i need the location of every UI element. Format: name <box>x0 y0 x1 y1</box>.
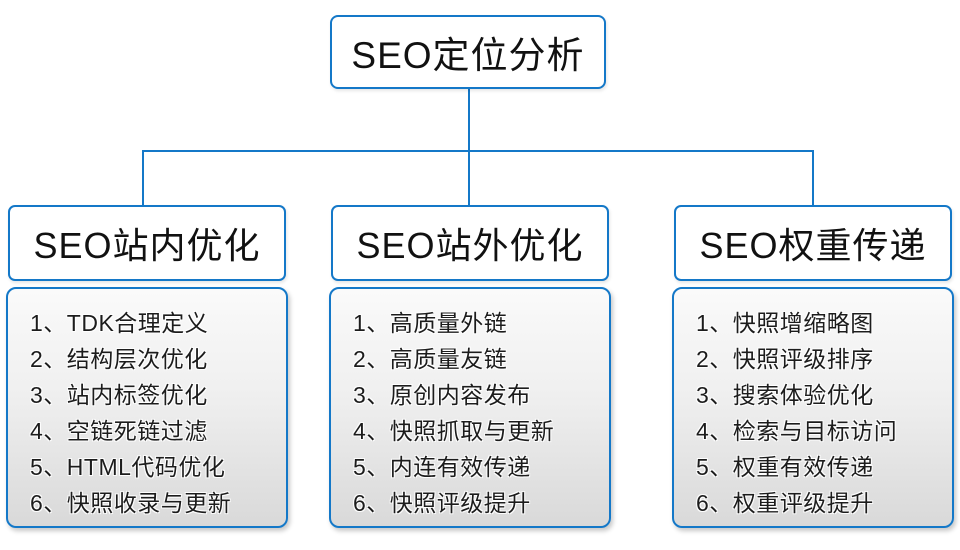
connector-horizontal-rail <box>142 150 814 152</box>
list-item: 1、快照增缩略图 <box>696 310 874 336</box>
list-item: 3、原创内容发布 <box>353 382 531 408</box>
list-item: 4、快照抓取与更新 <box>353 418 555 444</box>
column-offsite-optimization: SEO站外优化 1、高质量外链 2、高质量友链 3、原创内容发布 4、快照抓取与… <box>329 205 611 528</box>
column-title: SEO站内优化 <box>33 225 261 266</box>
column-title: SEO站外优化 <box>356 225 584 266</box>
list-item: 2、结构层次优化 <box>30 346 208 372</box>
list-item: 4、空链死链过滤 <box>30 418 208 444</box>
column-body-onsite: 1、TDK合理定义 2、结构层次优化 3、站内标签优化 4、空链死链过滤 5、H… <box>6 287 288 528</box>
column-weight-transfer: SEO权重传递 1、快照增缩略图 2、快照评级排序 3、搜索体验优化 4、检索与… <box>672 205 954 528</box>
list-item: 1、高质量外链 <box>353 310 508 336</box>
list-item: 3、站内标签优化 <box>30 382 208 408</box>
root-node-title: SEO定位分析 <box>351 35 585 76</box>
list-item: 2、快照评级排序 <box>696 346 874 372</box>
list-item: 6、快照评级提升 <box>353 490 531 516</box>
list-item: 6、快照收录与更新 <box>30 490 232 516</box>
list-item: 5、内连有效传递 <box>353 454 531 480</box>
column-title: SEO权重传递 <box>699 225 927 266</box>
list-item: 6、权重评级提升 <box>696 490 874 516</box>
connector-drop-left <box>142 150 144 207</box>
list-item: 1、TDK合理定义 <box>30 310 209 336</box>
column-header-onsite: SEO站内优化 <box>8 205 286 281</box>
column-header-offsite: SEO站外优化 <box>331 205 609 281</box>
list-item: 5、HTML代码优化 <box>30 454 226 480</box>
connector-root-stem <box>468 89 470 151</box>
connector-drop-middle <box>468 150 470 207</box>
column-body-offsite: 1、高质量外链 2、高质量友链 3、原创内容发布 4、快照抓取与更新 5、内连有… <box>329 287 611 528</box>
list-item: 5、权重有效传递 <box>696 454 874 480</box>
column-body-weight: 1、快照增缩略图 2、快照评级排序 3、搜索体验优化 4、检索与目标访问 5、权… <box>672 287 954 528</box>
column-header-weight: SEO权重传递 <box>674 205 952 281</box>
list-item: 3、搜索体验优化 <box>696 382 874 408</box>
column-onsite-optimization: SEO站内优化 1、TDK合理定义 2、结构层次优化 3、站内标签优化 4、空链… <box>6 205 288 528</box>
connector-drop-right <box>812 150 814 207</box>
list-item: 2、高质量友链 <box>353 346 508 372</box>
list-item: 4、检索与目标访问 <box>696 418 898 444</box>
root-node-seo-positioning-analysis: SEO定位分析 <box>330 15 606 89</box>
